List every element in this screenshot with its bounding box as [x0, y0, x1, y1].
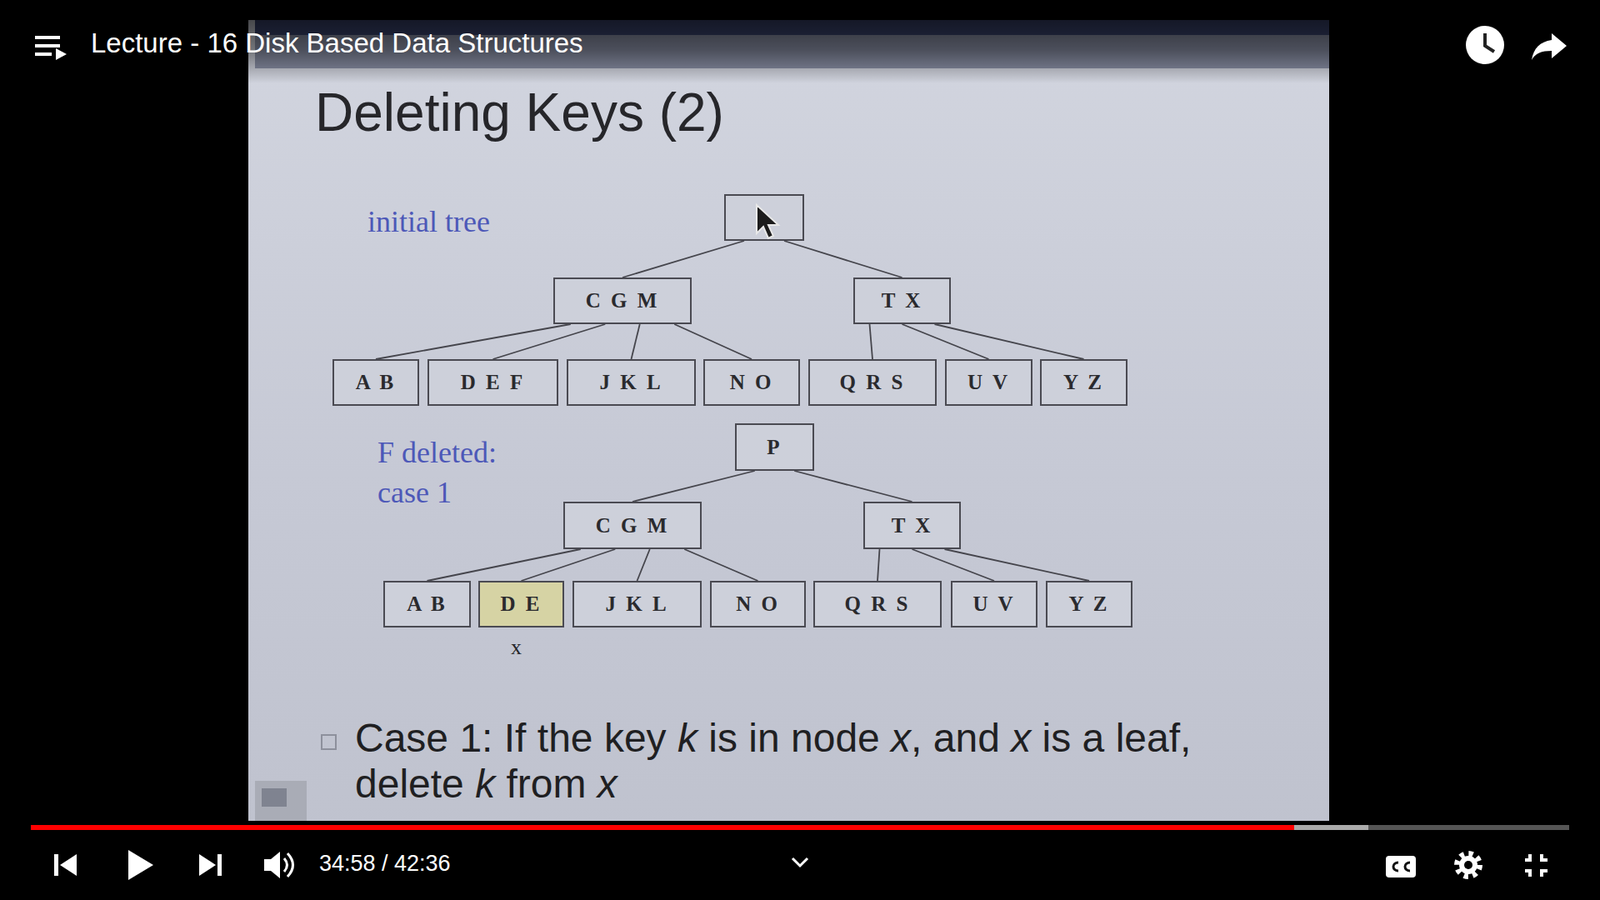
tree-link	[521, 549, 616, 581]
playlist-icon	[35, 35, 67, 60]
tree-link	[912, 549, 995, 581]
node-keys: T X	[891, 514, 934, 538]
tree-link	[637, 549, 650, 581]
tree-link	[784, 240, 903, 278]
node-keys: U V	[967, 370, 1010, 395]
play-button	[128, 850, 154, 880]
btree-node: N O	[710, 580, 806, 628]
tree-link	[877, 549, 880, 581]
btree-node: U V	[945, 359, 1033, 406]
btree-node: Y Z	[1045, 580, 1133, 628]
btree-node: C G M	[563, 501, 702, 550]
tree-link	[684, 549, 758, 581]
btree-node: Q R S	[813, 580, 942, 628]
settings-button	[1457, 854, 1480, 876]
watch-later-icon	[1465, 25, 1505, 65]
mouse-cursor	[756, 205, 779, 239]
node-keys: P	[766, 435, 782, 460]
btree-node: A B	[332, 359, 420, 406]
tree-caption: initial tree	[367, 204, 490, 240]
slide-title: Deleting Keys (2)	[315, 81, 725, 144]
tree-link	[935, 324, 1085, 360]
btree-node: J K L	[572, 580, 702, 628]
tree-link	[632, 470, 755, 502]
tree-link	[945, 549, 1090, 581]
next-button	[199, 854, 222, 876]
tree-link	[493, 324, 606, 360]
video-title: Lecture - 16 Disk Based Data Structures	[90, 27, 584, 60]
progress-played	[30, 825, 1295, 830]
tree-link	[631, 324, 640, 360]
node-keys: Q R S	[840, 370, 906, 395]
btree-node: Y Z	[1040, 359, 1128, 406]
slide-corner-icon	[261, 788, 287, 807]
volume-button	[264, 851, 294, 879]
node-keys: J K L	[599, 370, 663, 395]
node-keys: N O	[730, 370, 775, 395]
bottom-bar	[0, 820, 1600, 900]
btree-node: Q R S	[808, 359, 937, 406]
node-marker: x	[510, 635, 522, 660]
node-keys: D E F	[460, 370, 526, 395]
node-keys: U V	[973, 592, 1016, 616]
btree-node: D E	[478, 580, 565, 628]
tree-link	[375, 324, 571, 360]
progress-buffer	[30, 825, 1369, 830]
btree-node: N O	[703, 359, 800, 406]
node-keys: A B	[406, 592, 448, 616]
btree-node: D E F	[427, 359, 559, 406]
tree-link	[674, 324, 752, 360]
bullet-square	[321, 735, 336, 750]
tree-link	[622, 240, 745, 278]
tree-link	[794, 470, 912, 502]
tree-link	[427, 549, 581, 581]
node-keys: T X	[881, 289, 924, 313]
chevron-icon	[792, 858, 808, 866]
node-keys: Y Z	[1068, 592, 1110, 616]
slide-corner-icon	[255, 780, 307, 840]
mouse-cursor	[750, 200, 792, 242]
node-keys: A B	[355, 370, 397, 395]
share-icon	[1531, 33, 1567, 60]
bullet-text: Case 1: If the key k is in node x, and x…	[355, 715, 1289, 807]
btree-node: T X	[853, 277, 951, 325]
node-keys: C G M	[585, 289, 660, 313]
btree-node: U V	[950, 580, 1038, 628]
tree-link	[870, 324, 874, 360]
btree-node: T X	[863, 501, 961, 550]
node-keys: Y Z	[1063, 370, 1105, 395]
tree-link	[902, 324, 990, 360]
tree-caption: F deleted: case 1	[377, 433, 545, 513]
btree-node: A B	[383, 580, 471, 628]
node-keys: D E	[500, 592, 543, 616]
captions-button	[1385, 855, 1416, 878]
btree-node: J K L	[566, 359, 696, 406]
btree-node: P	[735, 423, 815, 471]
node-keys: Q R S	[845, 592, 911, 616]
time-display: 34:58 / 42:36	[319, 850, 451, 877]
node-keys: C G M	[595, 514, 670, 538]
previous-button	[54, 854, 77, 876]
progress-track	[30, 825, 1570, 830]
fullscreen-button	[1525, 854, 1548, 877]
node-keys: J K L	[605, 592, 669, 616]
node-keys: N O	[735, 592, 780, 616]
btree-node: C G M	[553, 277, 692, 325]
